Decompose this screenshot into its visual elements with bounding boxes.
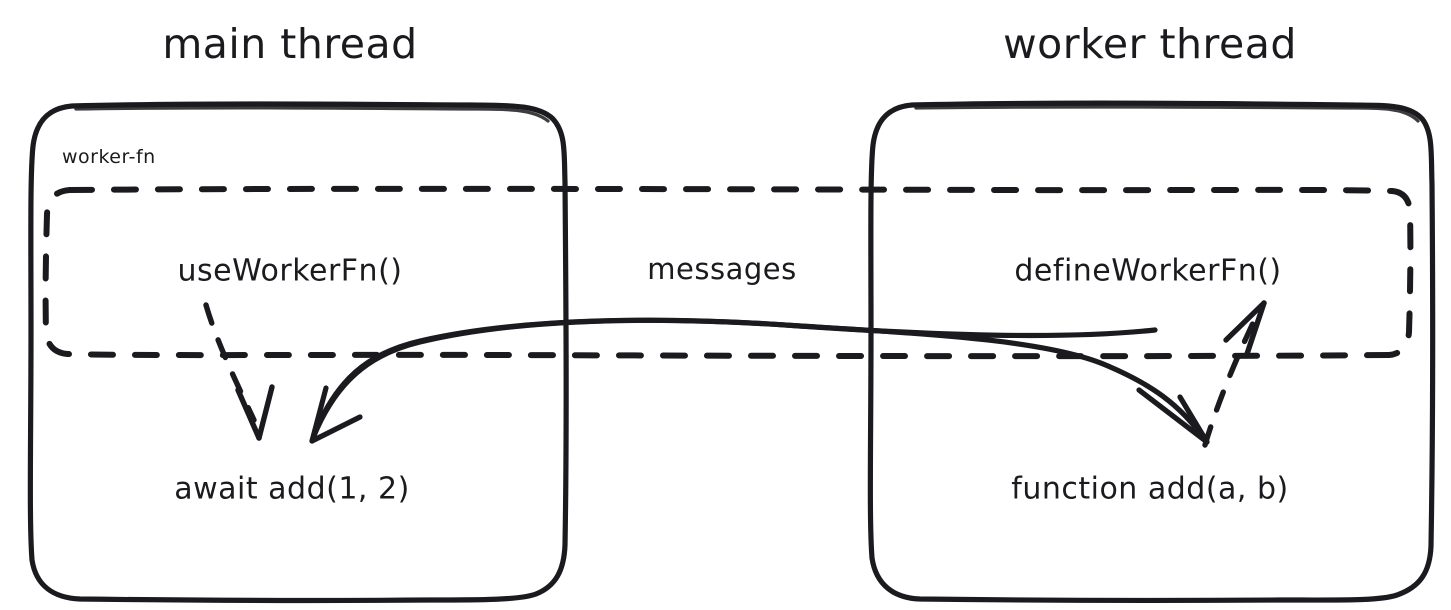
arrow-function-add-to-define-worker-fn bbox=[1202, 300, 1267, 448]
arrow-use-worker-fn-to-await-add bbox=[203, 302, 275, 441]
main-thread-container bbox=[27, 101, 569, 604]
worker-fn-group-outline bbox=[42, 185, 1414, 360]
arrow-messages-to-worker-thread bbox=[310, 317, 1210, 445]
worker-thread-container bbox=[867, 100, 1436, 604]
